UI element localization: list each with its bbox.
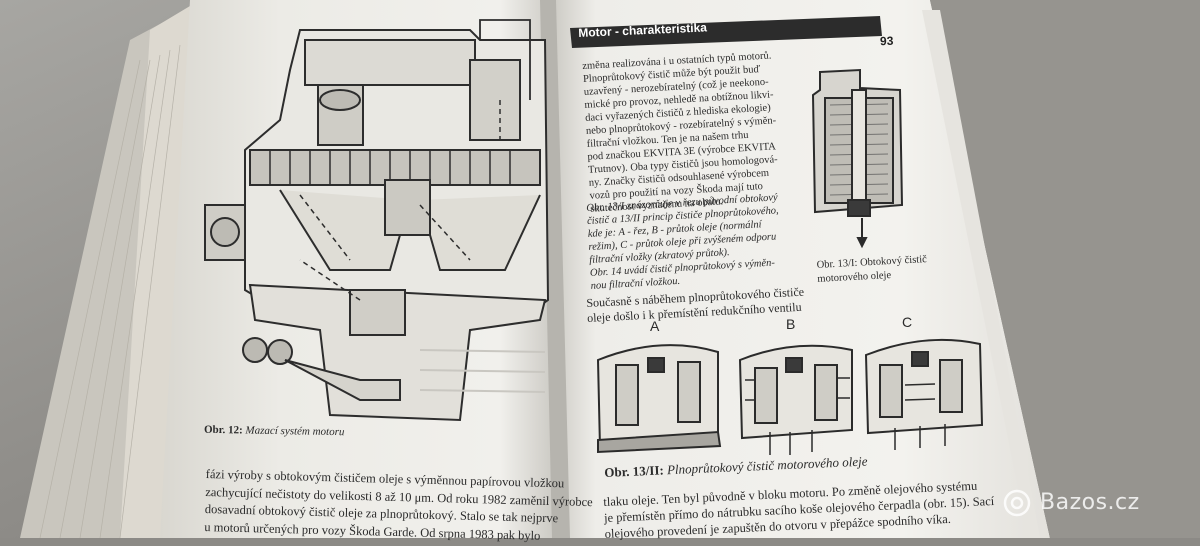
figure-label-a: A [650, 318, 660, 334]
figure-13i-caption: Obr. 13/I: Obtokový čistič motorového ol… [816, 253, 928, 287]
figure-13ii-drawing [596, 338, 984, 455]
caption-text: Mazací systém motoru [245, 424, 345, 439]
watermark-text: Bazos.cz [1040, 490, 1140, 515]
figure-12-drawing [204, 19, 550, 422]
right-page-edge [922, 10, 1040, 538]
header-bar [570, 16, 882, 48]
right-paragraph-1: změna realizována i u ostatních typů mot… [582, 49, 781, 215]
figure-label-c: C [902, 314, 913, 330]
page-number: 93 [879, 33, 894, 49]
figure-12-caption: Obr. 12: Mazací systém motoru [204, 424, 345, 438]
gutter-shadow [540, 0, 575, 538]
caption-number: Obr. 12: [203, 423, 243, 437]
caption-number: Obr. 13/II: [604, 462, 665, 480]
figure-label-b: B [786, 316, 796, 332]
watermark-logo-icon [1003, 489, 1031, 517]
right-paragraph-2: Obr. 13/I znázorňuje v řezu původní obto… [586, 191, 783, 293]
faint-show-through [419, 349, 546, 393]
right-background [930, 0, 1200, 538]
left-bottom-text: fázi výroby s obtokovým čističem oleje s… [204, 466, 593, 546]
figure-13i-drawing [811, 68, 904, 249]
